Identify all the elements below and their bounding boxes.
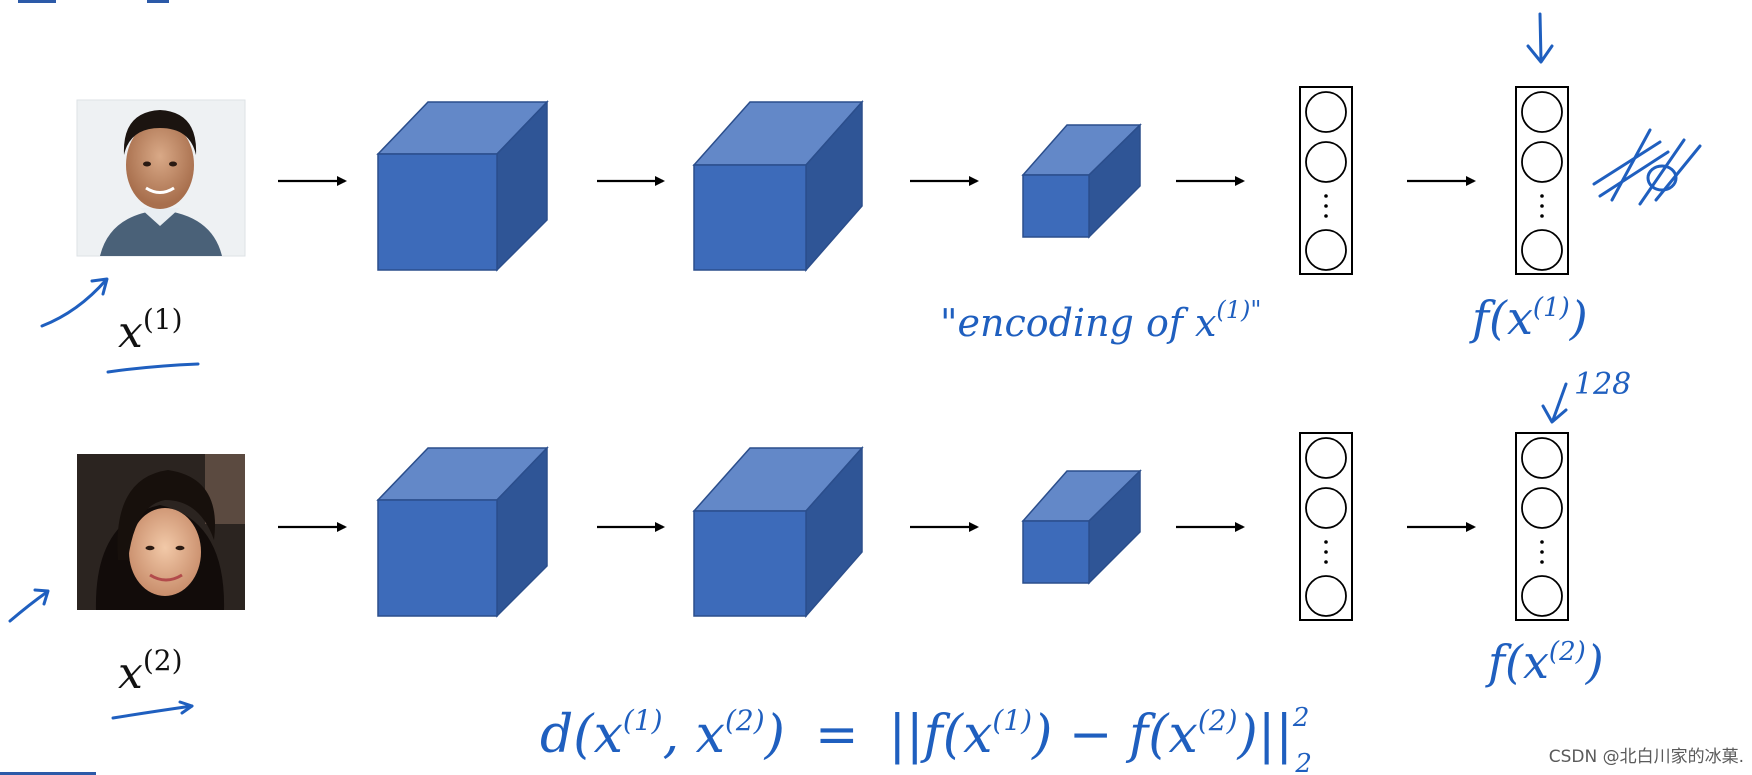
conv-cube-1b (694, 102, 862, 270)
conv-cube-2a (378, 448, 547, 616)
face-photo-2 (77, 454, 245, 610)
scribble-mark (1594, 130, 1700, 204)
input-label-1: x(1) (118, 303, 183, 358)
down-arrow-top (1540, 14, 1541, 60)
conv-cube-2b (694, 448, 862, 616)
row-1: x(1) (77, 87, 1568, 358)
conv-cube-1a (378, 102, 547, 270)
encoding-vector-2 (1516, 433, 1568, 620)
top-edge-mark (18, 0, 56, 3)
face-photo-1 (77, 100, 245, 256)
watermark: CSDN @北白川家的冰菓. (1549, 747, 1744, 767)
dimension-label: 128 (1574, 367, 1631, 402)
conv-cube-1c (1023, 125, 1140, 237)
conv-cube-2c (1023, 471, 1140, 583)
embedding-label-2: f(x(2)) (1485, 635, 1604, 689)
label-underline-1 (108, 364, 198, 372)
encoding-note: "encoding of x(1)" (940, 296, 1261, 345)
row-2: x(2) (77, 433, 1568, 699)
top-edge-mark (147, 0, 169, 3)
input-label-2: x(2) (118, 644, 183, 699)
label-underline-2 (113, 706, 192, 718)
fc-vector-2a (1300, 433, 1352, 620)
pointer-arrow-1 (42, 280, 106, 326)
embedding-label-1: f(x(1)) (1469, 291, 1588, 345)
pointer-arrow-2 (10, 592, 47, 621)
encoding-vector-1 (1516, 87, 1568, 274)
fc-vector-1a (1300, 87, 1352, 274)
